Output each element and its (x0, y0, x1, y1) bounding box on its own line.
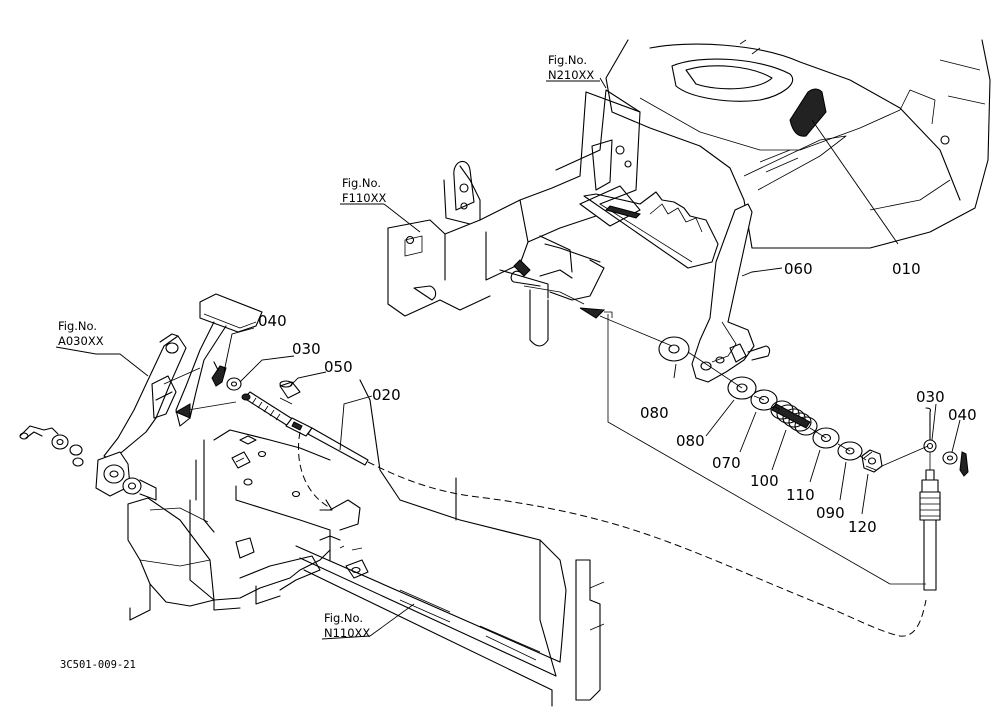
washer-030-left (226, 377, 242, 391)
pin-050 (279, 380, 301, 399)
part-label-040-left: 040 (258, 312, 287, 330)
lower-frame (127, 379, 605, 707)
figure-ref-f110-code: F110XX (342, 191, 386, 205)
reference-arrows (174, 285, 929, 585)
figure-ref-n110-code: N110XX (324, 626, 370, 640)
drawing-code: 3C501-009-21 (60, 659, 136, 671)
part-label-060: 060 (784, 260, 813, 278)
cable-020 (241, 391, 369, 466)
part-label-090: 090 (816, 504, 845, 522)
part-label-030-left: 030 (292, 340, 321, 358)
figure-ref-n210-code: N210XX (548, 68, 594, 82)
figure-ref-n110: Fig.No. N110XX (321, 611, 370, 640)
figure-ref-a030-prefix: Fig.No. (58, 319, 97, 333)
part-label-030-right: 030 (916, 388, 945, 406)
part-label-020: 020 (372, 386, 401, 404)
figure-ref-n210-prefix: Fig.No. (548, 53, 587, 67)
part-label-120: 120 (848, 518, 877, 536)
figure-ref-a030: Fig.No. A030XX (55, 319, 104, 355)
spring-100 (770, 400, 818, 436)
cable-end-right (919, 439, 969, 591)
part-label-110: 110 (786, 486, 815, 504)
upper-body-fender (605, 39, 991, 249)
part-label-070: 070 (712, 454, 741, 472)
clip-040-left (211, 361, 227, 387)
nut-120 (861, 449, 883, 473)
part-label-040-right: 040 (948, 406, 977, 424)
part-label-050: 050 (324, 358, 353, 376)
lever-060 (691, 203, 771, 383)
figure-ref-n110-prefix: Fig.No. (324, 611, 363, 625)
leader-lines (96, 77, 961, 637)
part-label-080-upper: 080 (640, 404, 669, 422)
figure-ref-f110: Fig.No. F110XX (340, 176, 386, 205)
center-bracket (387, 89, 719, 347)
washer-080a (658, 336, 690, 362)
figure-ref-n210: Fig.No. N210XX (546, 53, 600, 82)
figure-ref-f110-prefix: Fig.No. (342, 176, 381, 190)
cable-routing (298, 407, 932, 637)
part-labels: 010 060 040 030 050 020 080 080 070 100 … (258, 260, 977, 536)
part-label-010: 010 (892, 260, 921, 278)
figure-ref-a030-code: A030XX (58, 334, 104, 348)
part-label-100: 100 (750, 472, 779, 490)
part-label-080-lower: 080 (676, 432, 705, 450)
pedal-assembly (19, 293, 263, 501)
